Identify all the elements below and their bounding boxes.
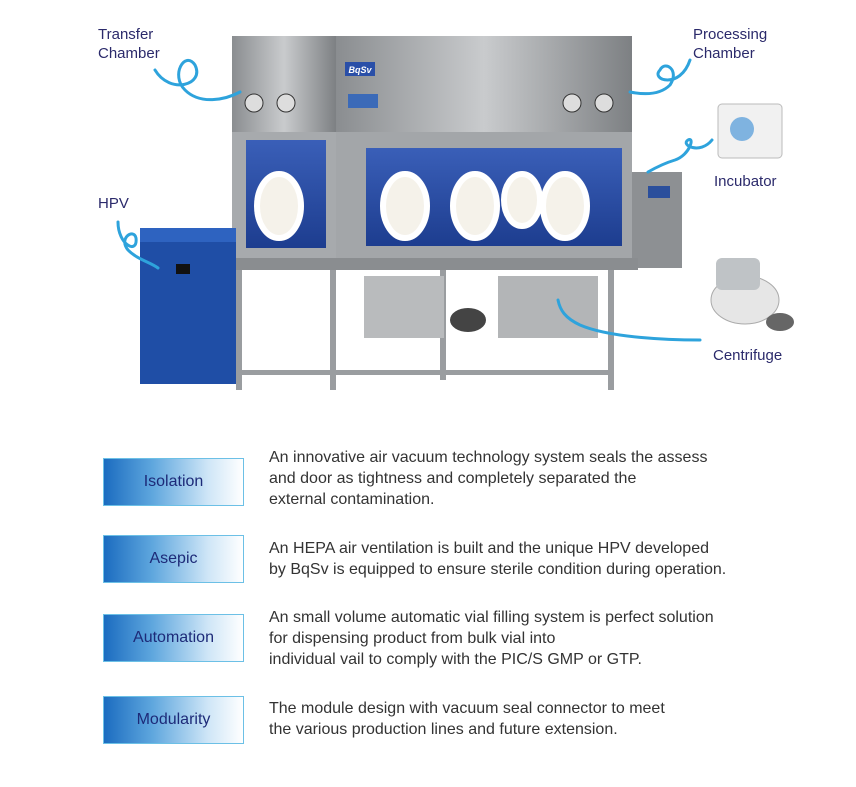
hpv-unit (140, 236, 236, 384)
transfer-chamber-hood (232, 36, 336, 132)
vacuum-pump (450, 308, 486, 332)
feature-label-modularity: Modularity (103, 696, 244, 744)
callout-incubator: Incubator (714, 173, 777, 190)
feature-label-isolation: Isolation (103, 458, 244, 506)
isolator-illustration: BqSv (116, 36, 794, 390)
feature-text-automation: An small volume automatic vial filling s… (269, 609, 714, 668)
callout-lines (116, 58, 714, 342)
callout-centrifuge: Centrifuge (713, 347, 783, 364)
callout-hpv: HPV (98, 195, 129, 212)
feature-text-asepic: An HEPA air ventilation is built and the… (269, 540, 727, 578)
callout-processing-chamber: Processing Chamber (693, 26, 768, 62)
feature-label-asepic: Asepic (103, 535, 244, 583)
feature-text-modularity: The module design with vacuum seal conne… (269, 700, 665, 738)
callout-transfer-chamber: Transfer Chamber (98, 26, 160, 62)
brand-logo: BqSv (348, 65, 372, 75)
feature-text-isolation: An innovative air vacuum technology syst… (269, 449, 708, 508)
processing-chamber-hood (336, 36, 632, 132)
feature-label-automation: Automation (103, 614, 244, 662)
